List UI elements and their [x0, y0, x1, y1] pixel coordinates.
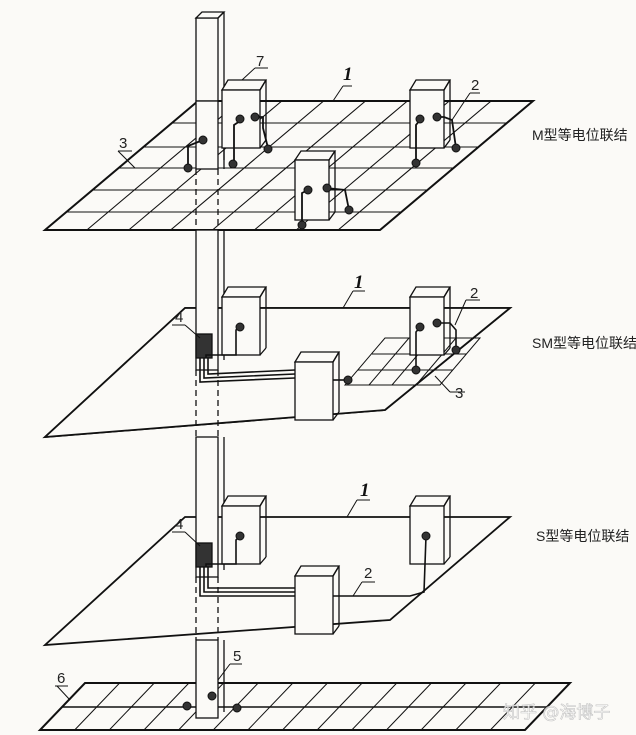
callout-2-sm: 2 — [470, 285, 478, 302]
hatch-line — [351, 682, 398, 731]
hatch-line — [282, 682, 328, 731]
callout-4-s: 4 — [175, 516, 183, 533]
m-level-equipment — [182, 79, 461, 713]
hatch-line — [74, 682, 121, 731]
callout-2-s: 2 — [364, 565, 372, 582]
grid-line — [212, 100, 366, 231]
hatch-line — [316, 682, 363, 731]
labels: 7 1 2 3 M型等电位联结 1 2 3 4 SM型等电位联结 1 2 4 S… — [57, 53, 636, 723]
m-type-plane — [42, 100, 536, 231]
s-type-plane — [42, 516, 513, 647]
level-label-m: M型等电位联结 — [532, 127, 628, 143]
callout-7: 7 — [256, 53, 264, 70]
hatch-line — [455, 682, 502, 731]
callout-1-s: 1 — [360, 480, 370, 501]
sm-level-equipment — [195, 286, 461, 421]
callout-1-m: 1 — [343, 64, 353, 85]
hatch-line — [489, 682, 536, 731]
watermark: 知乎 @海博子 — [503, 703, 610, 723]
hatch-line — [108, 682, 155, 731]
hatch-line — [386, 682, 432, 731]
leader-lines — [55, 67, 480, 701]
s-level-equipment — [195, 495, 452, 635]
callout-1-sm: 1 — [354, 272, 364, 293]
sm-type-plane — [42, 307, 513, 439]
callout-6: 6 — [57, 670, 65, 687]
callout-2-m: 2 — [471, 77, 479, 94]
ground-grid — [37, 682, 573, 731]
callout-5: 5 — [233, 648, 241, 665]
hatch-line — [420, 682, 467, 731]
level-label-sm: SM型等电位联结 — [532, 335, 636, 351]
hatch-line — [143, 682, 190, 731]
grid-line — [170, 100, 324, 231]
callout-4-sm: 4 — [175, 309, 183, 326]
hatch-line — [247, 682, 294, 731]
callout-3-m: 3 — [119, 135, 127, 152]
level-label-s: S型等电位联结 — [536, 528, 629, 544]
callout-3-sm: 3 — [455, 385, 463, 402]
grid-line — [254, 100, 408, 231]
